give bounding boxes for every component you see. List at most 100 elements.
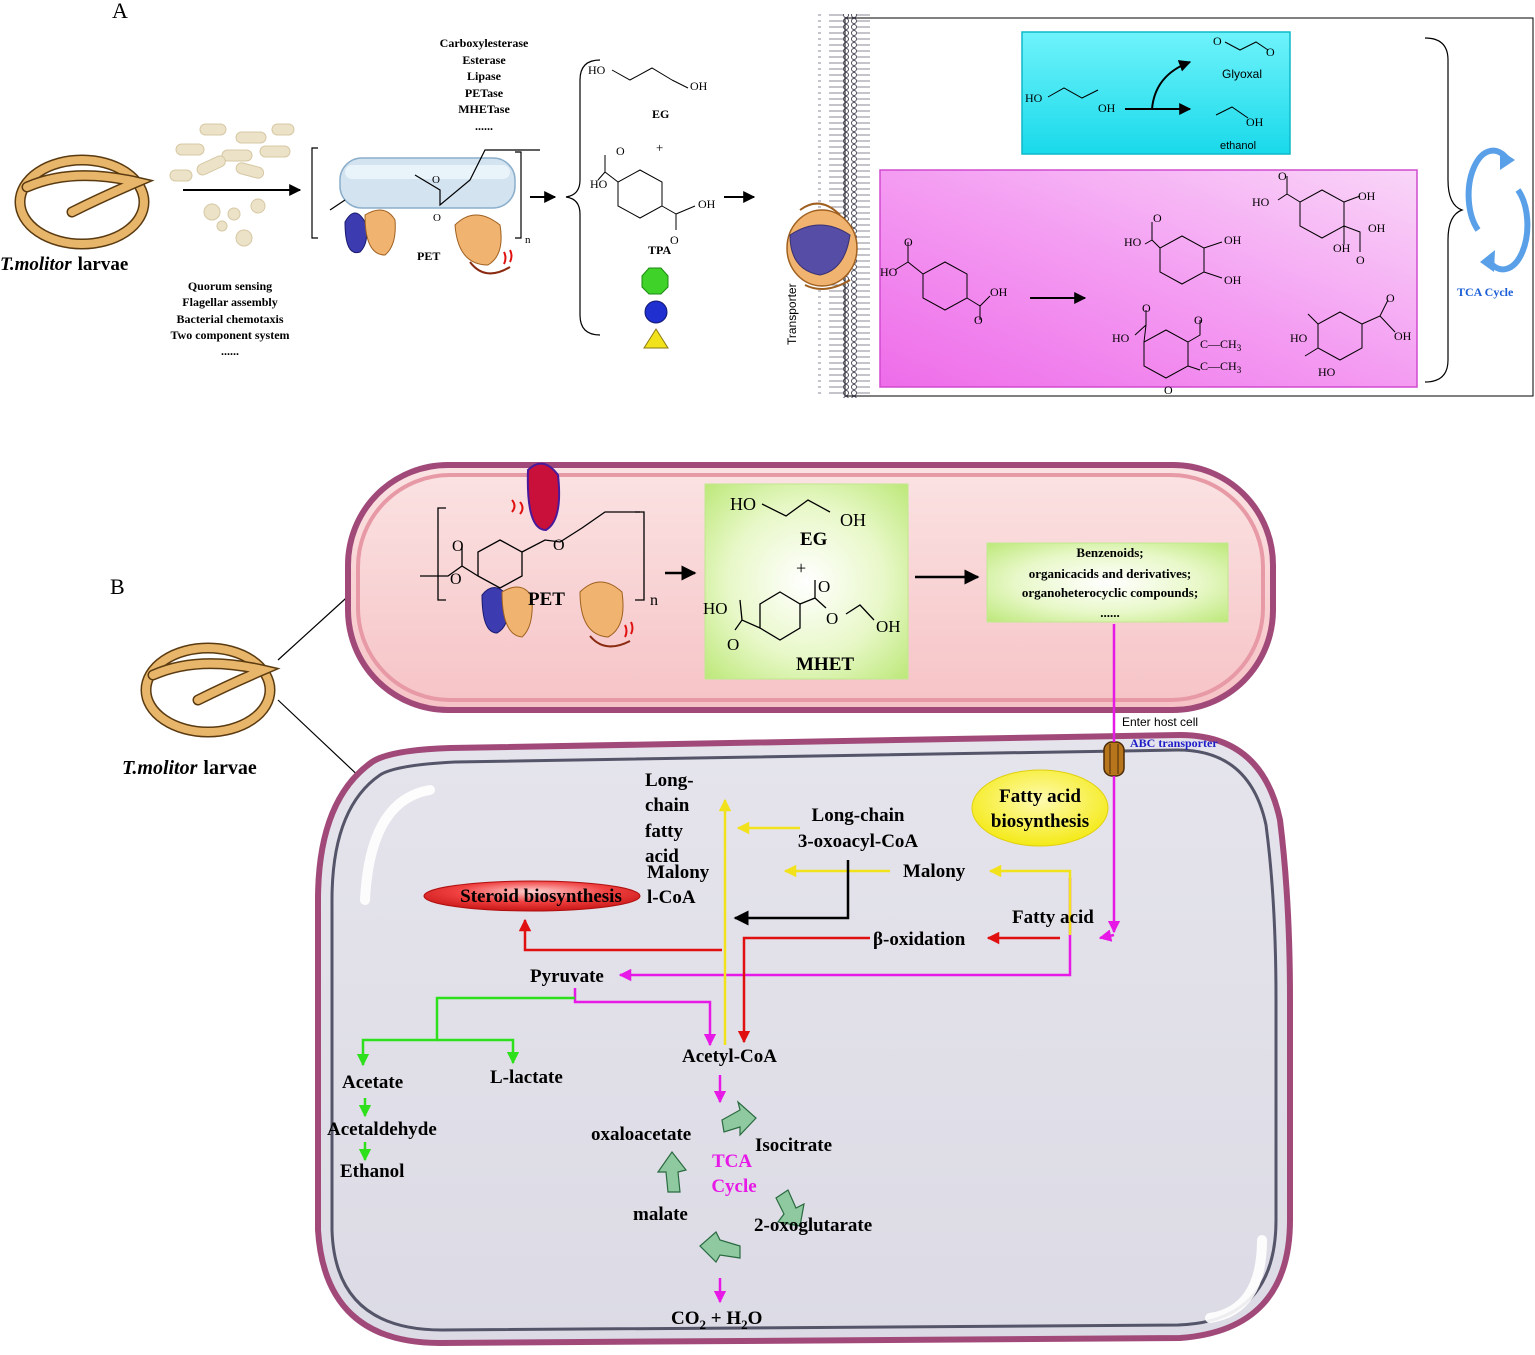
transporter-label: Transporter xyxy=(785,283,799,345)
svg-text:O: O xyxy=(432,174,440,186)
svg-text:O: O xyxy=(1356,253,1365,267)
oxaloacetate-node: oxaloacetate xyxy=(591,1124,691,1145)
enzyme-protein-icon xyxy=(344,209,513,275)
svg-text:OH: OH xyxy=(990,285,1008,299)
svg-text:HO: HO xyxy=(1124,235,1142,249)
svg-text:OH: OH xyxy=(690,79,708,93)
mhet-molecule: HO O O O OH xyxy=(703,577,901,654)
tpa-label-a: TPA xyxy=(648,243,671,257)
abc-transporter-icon xyxy=(1103,741,1125,777)
eg-label-b: EG xyxy=(800,529,828,550)
svg-text:PETase: PETase xyxy=(465,86,504,100)
pet-polymer-b xyxy=(420,507,645,601)
svg-text:Cycle: Cycle xyxy=(711,1176,756,1197)
process-list: Quorum sensing Flagellar assembly Bacter… xyxy=(170,279,289,358)
steroid-biosynthesis-node xyxy=(423,880,641,912)
svg-text:acid: acid xyxy=(645,846,679,867)
svg-text:HO: HO xyxy=(1025,91,1043,105)
arrow-to-gut-bacteria xyxy=(277,589,356,661)
tpa-molecule-pink: O HO O OH xyxy=(880,235,1008,327)
svg-text:MHETase: MHETase xyxy=(458,102,510,116)
svg-text:O: O xyxy=(1386,291,1395,305)
svg-text:l-CoA: l-CoA xyxy=(647,887,696,908)
svg-text:HO: HO xyxy=(1112,331,1130,345)
ethanol-label-a: ethanol xyxy=(1220,140,1256,152)
enter-host-cell-label: Enter host cell xyxy=(1122,715,1198,729)
svg-text:Esterase: Esterase xyxy=(462,53,506,67)
acetaldehyde-node: Acetaldehyde xyxy=(327,1119,437,1140)
ester-o-b: O xyxy=(450,571,462,588)
pet-label-a: PET xyxy=(417,249,440,263)
arrow-to-host-cell xyxy=(277,699,366,783)
svg-text:C—CH3: C—CH3 xyxy=(1200,359,1242,375)
larvae-species-b: T.molitor xyxy=(122,757,198,779)
mhet-label: MHET xyxy=(796,654,854,675)
svg-text:O: O xyxy=(974,313,983,327)
fatty-acid-biosynthesis-line2: biosynthesis xyxy=(991,811,1089,832)
repeat-n-b: n xyxy=(650,592,658,609)
pet-label-b: PET xyxy=(528,589,565,610)
tca-cycle-label-a: TCA Cycle xyxy=(1457,285,1514,299)
svg-text:OH: OH xyxy=(1224,273,1242,287)
fatty-acid-biosynthesis-line1: Fatty acid xyxy=(999,786,1081,807)
catechol-acid-molecule: O OH HO HO xyxy=(1290,291,1412,379)
svg-text:O: O xyxy=(433,212,441,224)
fatty-acid-biosynthesis-node xyxy=(971,769,1109,847)
eg-mhet-box xyxy=(704,483,909,680)
abc-transporter-label: ABC transporter xyxy=(1130,736,1218,750)
larva-icon xyxy=(14,154,155,250)
pyruvate-node: Pyruvate xyxy=(530,966,604,987)
svg-text:O: O xyxy=(1194,313,1203,327)
svg-text:Malony: Malony xyxy=(647,862,710,883)
triangle-icon xyxy=(643,328,669,349)
svg-text:Long-chain: Long-chain xyxy=(812,805,905,826)
tca-cycle-arrows-icon xyxy=(656,1100,805,1263)
enzyme-list: Carboxylesterase Esterase Lipase PETase … xyxy=(440,36,529,133)
larvae-species-a: T.molitor xyxy=(0,254,72,275)
pet-hydrolase-protein-icon xyxy=(481,462,634,648)
svg-text:O: O xyxy=(670,233,679,247)
panel-b-label: B xyxy=(110,574,125,599)
svg-text:......: ...... xyxy=(221,344,239,358)
svg-text:O: O xyxy=(616,144,625,158)
products-brace xyxy=(565,59,601,336)
glyoxal-label: Glyoxal xyxy=(1222,67,1262,81)
svg-text:OH: OH xyxy=(1394,329,1412,343)
l-lactate-node: L-lactate xyxy=(490,1067,563,1088)
malonyl-coa-node: Malony l-CoA xyxy=(647,862,710,908)
svg-text:OH: OH xyxy=(1368,221,1386,235)
ethanol-node: Ethanol xyxy=(340,1161,404,1182)
svg-text:OH: OH xyxy=(1246,115,1264,129)
tca-cycle-label-b: TCA Cycle xyxy=(711,1151,756,1197)
terephthalate-box xyxy=(879,169,1418,388)
tca-brace xyxy=(1424,37,1464,383)
plus-a: + xyxy=(656,140,663,155)
yellow-paths xyxy=(718,798,1072,1045)
long-chain-fatty-acid-node: Long- chain fatty acid xyxy=(645,770,694,867)
svg-text:O: O xyxy=(1278,169,1287,183)
svg-text:Flagellar assembly: Flagellar assembly xyxy=(182,295,277,309)
svg-text:TCA: TCA xyxy=(712,1151,752,1172)
panel-a-label: A xyxy=(112,0,128,23)
svg-text:Benzenoids;: Benzenoids; xyxy=(1076,545,1143,560)
svg-text:C—CH3: C—CH3 xyxy=(1200,337,1242,353)
svg-text:......: ...... xyxy=(475,119,493,133)
ether-o-b: O xyxy=(553,537,565,554)
svg-text:Quorum sensing: Quorum sensing xyxy=(188,279,272,293)
red-paths xyxy=(518,918,1060,1044)
repeat-n-a: n xyxy=(525,234,531,246)
svg-text:......: ...... xyxy=(1100,605,1120,620)
svg-text:O: O xyxy=(818,577,830,596)
svg-text:HO: HO xyxy=(1252,195,1270,209)
steroid-biosynthesis-label: Steroid biosynthesis xyxy=(460,886,622,907)
svg-text:OH: OH xyxy=(1224,233,1242,247)
larva-icon-b xyxy=(140,642,281,738)
metabolite-list: Benzenoids; organicacids and derivatives… xyxy=(1022,545,1198,620)
svg-text:organoheterocyclic compounds;: organoheterocyclic compounds; xyxy=(1022,585,1198,600)
eg-label-a: EG xyxy=(652,107,669,121)
circle-icon xyxy=(644,300,668,324)
svg-text:HO: HO xyxy=(590,177,608,191)
